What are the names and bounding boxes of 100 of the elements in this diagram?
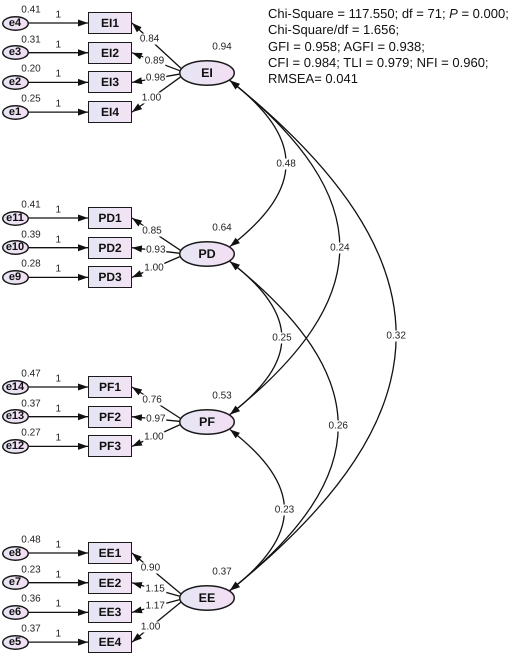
path-arrow bbox=[28, 442, 88, 450]
error-term-ellipse: e9 bbox=[2, 270, 28, 285]
edge-label: 0.84 bbox=[138, 34, 160, 45]
edge-label: 1 bbox=[55, 98, 62, 110]
variance-label: 0.64 bbox=[212, 222, 232, 234]
error-term-ellipse: e3 bbox=[2, 45, 28, 60]
edge-label: 0.25 bbox=[271, 332, 293, 344]
error-term-ellipse: e14 bbox=[2, 380, 28, 394]
indicator-box: EE1 bbox=[88, 542, 132, 564]
variance-label: 0.53 bbox=[212, 390, 232, 402]
edge-label: 0.32 bbox=[385, 330, 407, 341]
latent-variable-ellipse: PF bbox=[179, 409, 235, 435]
indicator-box: PF1 bbox=[88, 376, 132, 398]
error-term-ellipse: e4 bbox=[2, 16, 28, 30]
error-term-ellipse: e8 bbox=[2, 546, 28, 560]
edge-label: 1.00 bbox=[143, 262, 165, 274]
edge-label: 1 bbox=[55, 264, 62, 275]
edge-label: 1.17 bbox=[144, 600, 166, 612]
fit-statistics-line: RMSEA= 0.041 bbox=[268, 71, 359, 88]
variance-label: 0.41 bbox=[21, 200, 41, 210]
edge-label: 1.00 bbox=[143, 431, 165, 442]
edge-label: 1 bbox=[55, 374, 62, 384]
path-arrow bbox=[28, 108, 88, 116]
error-term-ellipse: e6 bbox=[2, 604, 28, 620]
indicator-box: PD1 bbox=[88, 207, 132, 229]
indicator-box: EI1 bbox=[88, 12, 132, 34]
edge-label: 0.24 bbox=[329, 242, 351, 253]
variance-label: 0.94 bbox=[212, 42, 232, 52]
edge-label: 0.48 bbox=[275, 158, 297, 169]
path-arrow bbox=[28, 550, 88, 556]
path-arrow bbox=[28, 274, 88, 281]
variance-label: 0.41 bbox=[21, 4, 41, 16]
edge-label: 0.90 bbox=[140, 562, 162, 574]
edge-label: 1 bbox=[55, 234, 62, 246]
edge-label: 1.00 bbox=[140, 92, 162, 104]
edge-label: 1 bbox=[55, 598, 62, 610]
path-arrow bbox=[28, 214, 88, 222]
path-arrow bbox=[132, 386, 181, 419]
variance-label: 0.37 bbox=[21, 398, 41, 410]
variance-label: 0.27 bbox=[21, 428, 41, 439]
variance-label: 0.39 bbox=[21, 229, 41, 240]
edge-label: 0.98 bbox=[144, 72, 166, 84]
indicator-box: EE4 bbox=[88, 631, 132, 654]
edge-label: 0.85 bbox=[141, 226, 163, 237]
variance-label: 0.36 bbox=[21, 594, 41, 605]
variance-label: 0.37 bbox=[21, 624, 41, 635]
path-arrow bbox=[132, 22, 182, 69]
indicator-box: PF2 bbox=[88, 406, 132, 428]
path-arrow bbox=[132, 76, 181, 113]
covariance-arrow bbox=[230, 428, 286, 592]
path-arrow bbox=[132, 217, 181, 251]
edge-label: 1 bbox=[55, 39, 62, 50]
edge-label: 1.15 bbox=[144, 584, 166, 595]
fit-statistics-line: Chi-Square/df = 1.656; bbox=[268, 22, 400, 39]
path-arrow bbox=[28, 244, 88, 252]
variance-label: 0.20 bbox=[21, 64, 41, 75]
path-arrow bbox=[28, 49, 88, 56]
error-term-ellipse: e5 bbox=[2, 634, 28, 650]
indicator-box: EI4 bbox=[88, 101, 132, 124]
covariance-arrow bbox=[230, 260, 282, 416]
path-arrow bbox=[28, 20, 88, 26]
edge-label: 0.76 bbox=[141, 394, 163, 406]
error-term-ellipse: e10 bbox=[2, 240, 28, 256]
edge-label: 1 bbox=[55, 432, 62, 444]
fit-statistics-line: Chi-Square = 117.550; df = 71; P = 0.000; bbox=[268, 6, 509, 22]
latent-variable-ellipse: PD bbox=[179, 241, 235, 267]
path-arrow bbox=[28, 638, 88, 646]
error-term-ellipse: e2 bbox=[2, 74, 28, 90]
path-arrow bbox=[28, 579, 88, 586]
edge-label: 1.00 bbox=[140, 621, 162, 632]
path-arrow bbox=[132, 552, 182, 594]
edge-label: 1 bbox=[55, 403, 62, 414]
indicator-box: PD3 bbox=[88, 266, 132, 288]
error-term-ellipse: e7 bbox=[2, 575, 28, 590]
path-arrow bbox=[28, 608, 88, 616]
edge-label: 1 bbox=[55, 10, 62, 20]
variance-label: 0.23 bbox=[21, 564, 41, 576]
path-arrow bbox=[28, 413, 88, 420]
edge-label: 1 bbox=[55, 569, 62, 580]
indicator-box: EE2 bbox=[88, 572, 132, 594]
edge-label: 0.23 bbox=[274, 504, 296, 516]
variance-label: 0.25 bbox=[21, 94, 41, 105]
fit-statistics-line: GFI = 0.958; AGFI = 0.938; bbox=[268, 38, 426, 55]
latent-variable-ellipse: EE bbox=[179, 585, 235, 611]
covariance-arrow bbox=[230, 80, 287, 248]
edge-label: 1 bbox=[55, 204, 62, 216]
variance-label: 0.48 bbox=[21, 534, 41, 546]
variance-label: 0.31 bbox=[21, 34, 41, 46]
variance-label: 0.28 bbox=[21, 258, 41, 270]
error-term-ellipse: e13 bbox=[2, 409, 28, 424]
variance-label: 0.47 bbox=[21, 368, 41, 380]
error-term-ellipse: e12 bbox=[2, 438, 28, 454]
edge-label: 1 bbox=[55, 540, 62, 550]
path-arrow bbox=[28, 384, 88, 390]
edge-label: 0.97 bbox=[145, 414, 167, 425]
edge-label: 1 bbox=[55, 68, 62, 80]
indicator-box: EI2 bbox=[88, 42, 132, 64]
path-arrow bbox=[132, 602, 182, 643]
indicator-box: EE3 bbox=[88, 601, 132, 624]
indicator-box: PF3 bbox=[88, 435, 132, 458]
